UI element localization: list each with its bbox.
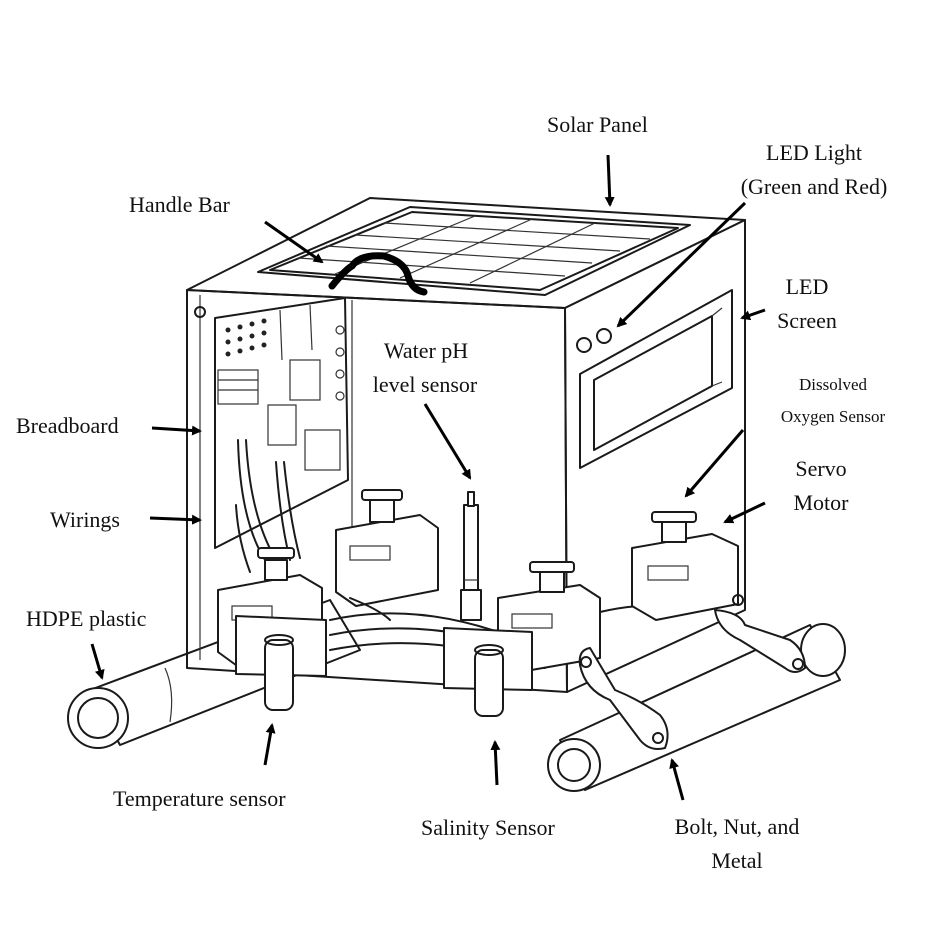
label-led-light-line2: (Green and Red) <box>728 174 900 200</box>
label-hdpe-plastic: HDPE plastic <box>26 606 146 632</box>
label-bolt-nut-line1: Bolt, Nut, and <box>652 814 822 840</box>
arrow-solar-panel <box>608 155 610 205</box>
arrow-ph-sensor <box>425 404 470 478</box>
label-led-light-line1: LED Light <box>728 140 900 166</box>
ph-sensor <box>461 492 481 620</box>
label-water-ph-line1: Water pH <box>360 338 492 364</box>
label-solar-panel: Solar Panel <box>547 112 648 138</box>
label-led-screen-line2: Screen <box>768 308 846 334</box>
arrow-temperature <box>265 725 272 765</box>
arrow-salinity <box>495 742 497 785</box>
label-salinity-sensor: Salinity Sensor <box>421 815 555 841</box>
label-temperature-sensor: Temperature sensor <box>113 786 286 812</box>
arrow-hdpe <box>92 644 102 678</box>
temperature-sensor <box>236 616 326 710</box>
label-bolt-nut-line2: Metal <box>652 848 822 874</box>
label-led-screen-line1: LED <box>768 274 846 300</box>
arrow-breadboard <box>152 428 200 431</box>
label-dissolved-oxygen-line2: Oxygen Sensor <box>768 402 898 432</box>
label-servo-motor-line1: Servo <box>780 456 862 482</box>
servo-motor-center <box>336 490 438 620</box>
arrow-wirings <box>150 518 200 520</box>
label-wirings: Wirings <box>50 507 120 533</box>
label-water-ph-line2: level sensor <box>350 372 500 398</box>
label-handle-bar: Handle Bar <box>129 192 230 218</box>
label-dissolved-oxygen-line1: Dissolved <box>768 370 898 400</box>
salinity-sensor <box>444 628 532 716</box>
label-breadboard: Breadboard <box>16 413 119 439</box>
arrow-bolt-nut <box>672 760 683 800</box>
label-servo-motor-line2: Motor <box>780 490 862 516</box>
